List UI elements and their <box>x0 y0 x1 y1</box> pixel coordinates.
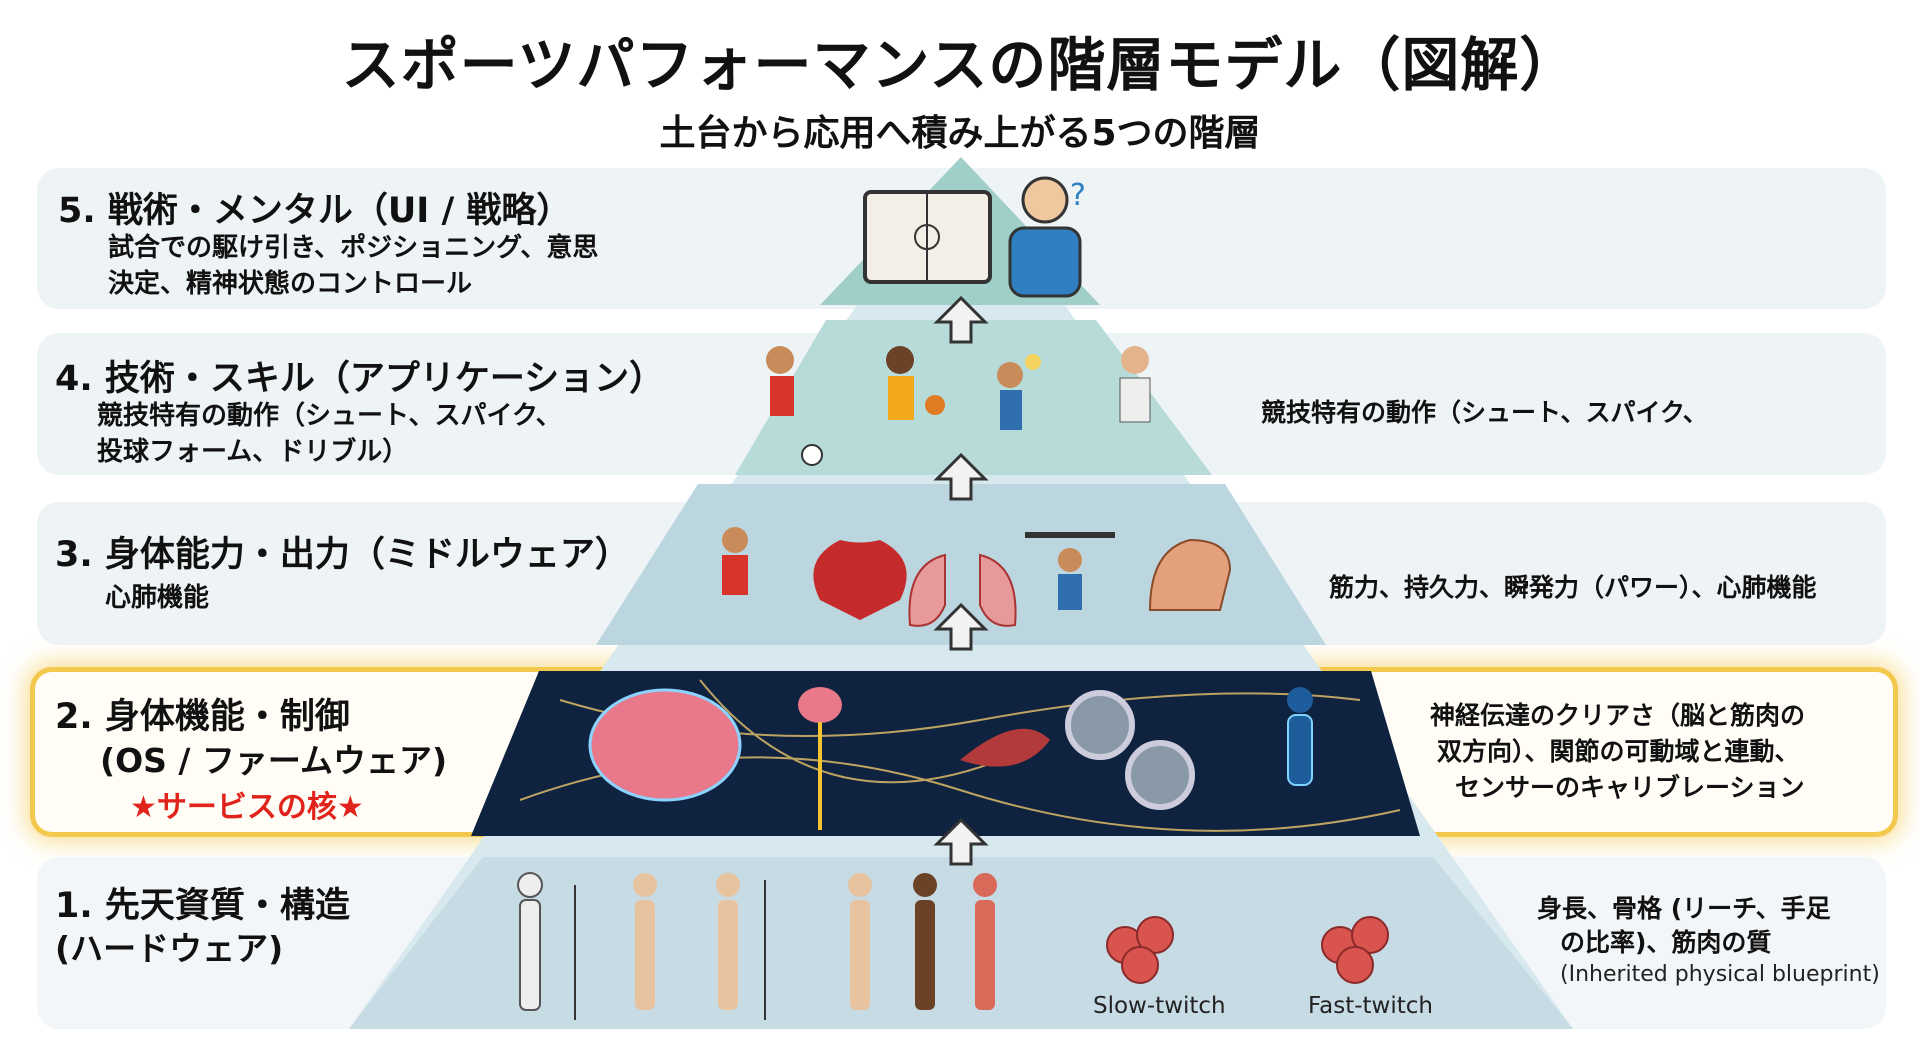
flexed-arm-icon <box>1148 538 1232 611</box>
up-arrow-icon <box>933 817 989 866</box>
layer-2-heading: 2. 身体機能・制御 <box>55 697 350 737</box>
layer-1-english-note: (Inherited physical blueprint) <box>1560 962 1880 987</box>
athletes-icons <box>766 346 1151 466</box>
layer-2-right-desc: 双方向）、関節の可動域と連動、 <box>1437 737 1800 766</box>
up-arrow-icon <box>933 602 989 651</box>
layer-4-desc-line: 競技特有の動作（シュート、スパイク、 <box>97 401 562 431</box>
fast-twitch-fiber-icon <box>1321 916 1389 984</box>
heart-icon <box>813 540 907 620</box>
core-service-badge: ★サービスの核★ <box>130 790 364 825</box>
up-arrow-icon <box>933 452 989 501</box>
page-title: スポーツパフォーマンスの階層モデル（図解） <box>341 31 1579 99</box>
layer-4-heading: 4. 技術・スキル（アプリケーション） <box>55 359 665 399</box>
slow-twitch-fiber-icon <box>1106 916 1174 984</box>
pyramid-layer-3 <box>596 484 1326 645</box>
body-types-icons <box>517 872 1389 1020</box>
gear-icon <box>1065 690 1135 760</box>
brain-icon <box>588 688 742 802</box>
thinking-person-icon <box>1021 176 1069 224</box>
layer-4-desc-line: 投球フォーム、ドリブル） <box>97 437 409 467</box>
layer-1-right-desc: 身長、骨格 (リーチ、手足 <box>1537 894 1831 923</box>
layer-1-subheading: (ハードウェア) <box>55 929 284 968</box>
gear-icon <box>1125 740 1195 810</box>
page-subtitle: 土台から応用へ積み上がる5つの階層 <box>659 113 1261 154</box>
nervous-system-icons <box>588 687 1313 830</box>
layer-5-desc-line: 試合での駆け引き、ポジショニング、意思 <box>108 233 599 263</box>
pyramid-layer-4 <box>735 320 1212 475</box>
layer-1-right-desc: の比率)、筋肉の質 <box>1560 928 1772 957</box>
layer-2-right-desc: センサーのキャリブレーション <box>1455 773 1805 802</box>
layer-2-right-desc: 神経伝達のクリアさ（脳と筋肉の <box>1430 701 1806 730</box>
svg-text:?: ? <box>1070 178 1086 213</box>
layer-3-right-desc: 筋力、持久力、瞬発力（パワー）、心肺機能 <box>1329 573 1817 602</box>
layer-2-subheading: (OS / ファームウェア) <box>100 741 448 780</box>
layer-3-desc-line: 心肺機能 <box>105 583 210 613</box>
lungs-icon <box>908 553 1017 627</box>
layer-5-heading: 5. 戦術・メンタル（UI / 戦略） <box>58 191 572 231</box>
muscle-fiber-icon <box>960 728 1050 767</box>
slow-twitch-label: Slow-twitch <box>1093 993 1226 1019</box>
up-arrow-icon <box>933 295 989 344</box>
fast-twitch-label: Fast-twitch <box>1308 993 1433 1019</box>
fitness-icons <box>722 527 1232 627</box>
layer-5-desc-line: 決定、精神状態のコントロール <box>108 269 473 299</box>
body-silhouette-icon <box>1287 714 1313 786</box>
layer-3-heading: 3. 身体能力・出力（ミドルウェア） <box>55 535 630 575</box>
layer-1-heading: 1. 先天資質・構造 <box>55 886 350 926</box>
layer-4-right-desc: 競技特有の動作（シュート、スパイク、 <box>1261 398 1708 427</box>
